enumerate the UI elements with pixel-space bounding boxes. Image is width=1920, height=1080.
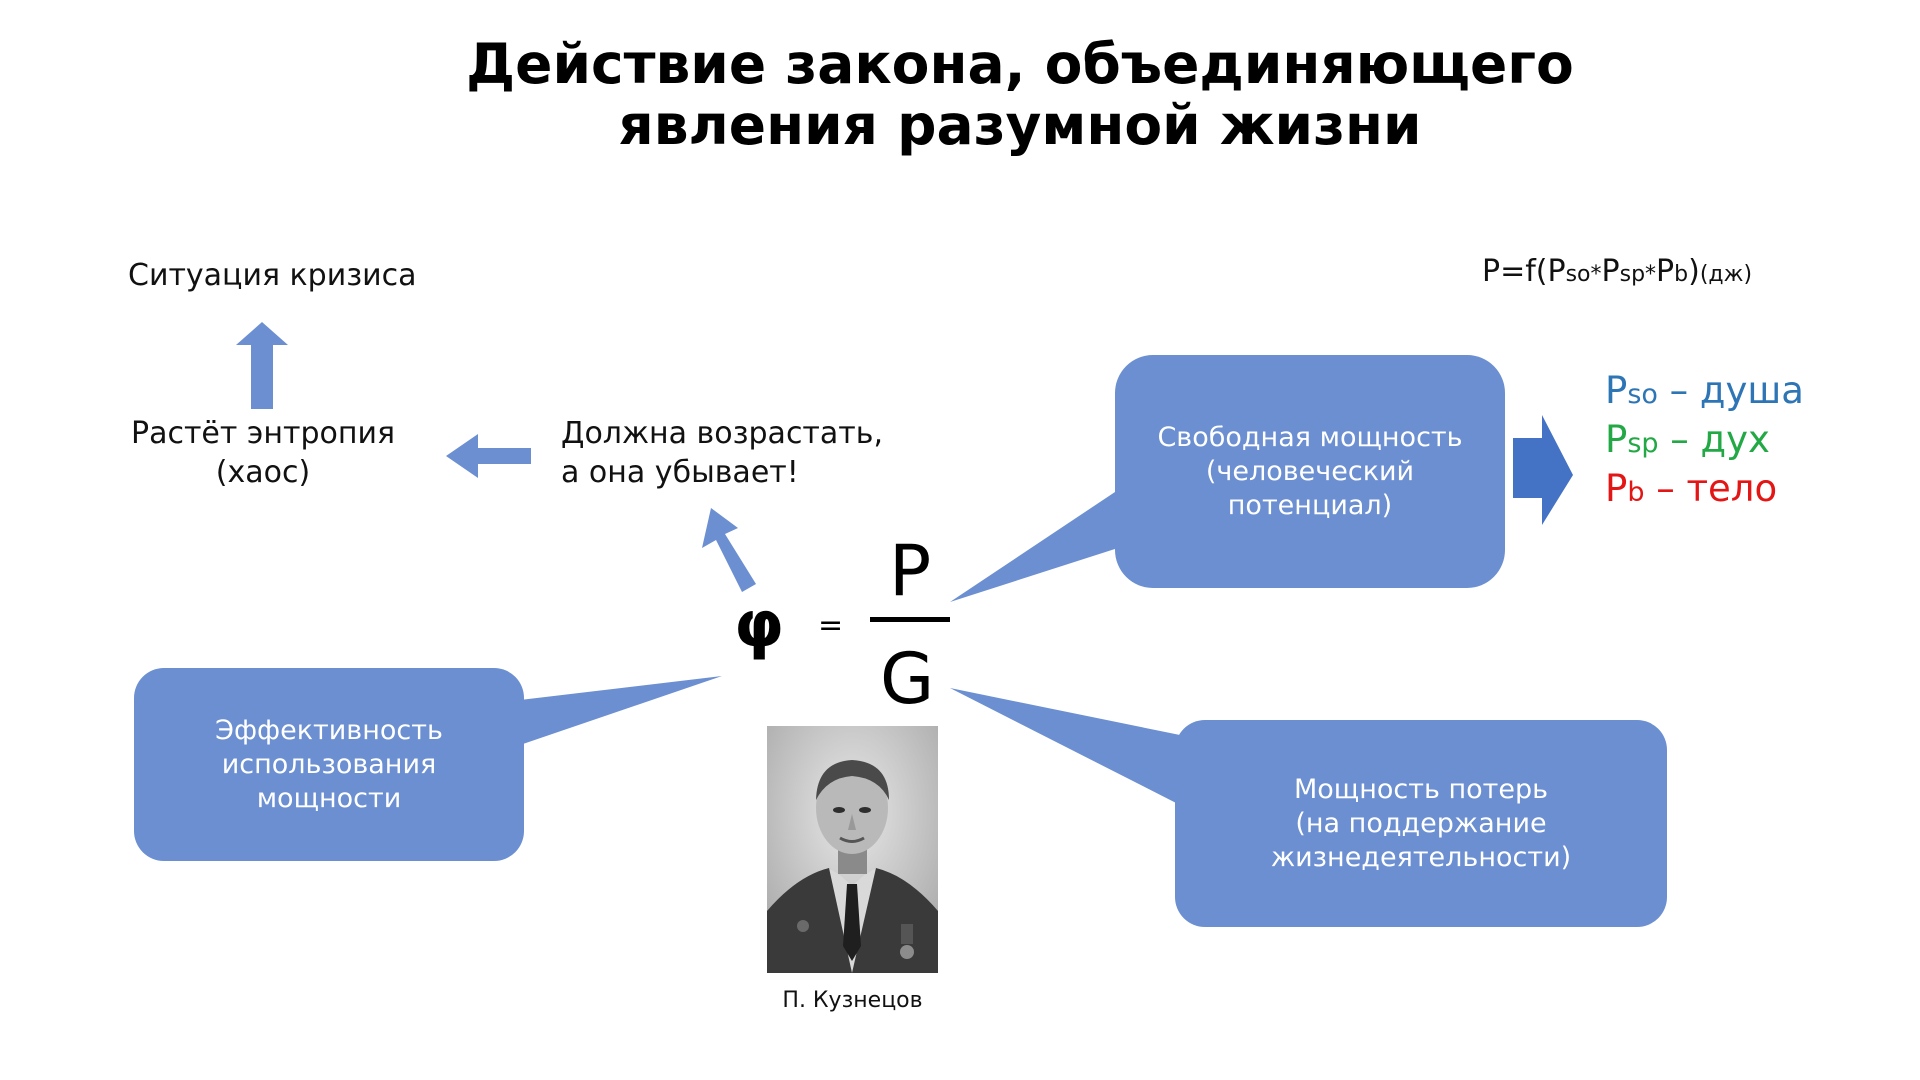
should-grow-label: Должна возрастать, а она убывает! (561, 414, 883, 492)
efficiency-pointer (520, 676, 722, 745)
formula-prefix: P=f(P (1482, 254, 1566, 289)
arrow-right-to-legend (1513, 415, 1573, 525)
legend-item-spirit: Psp – дух (1605, 417, 1804, 466)
free-power-line-2: (человеческий (1205, 455, 1415, 487)
legend-body-text: – тело (1644, 467, 1778, 510)
free-power-line-1: Свободная мощность (1157, 421, 1463, 453)
legend-soul-p: P (1605, 369, 1628, 412)
formula-p2: P (1601, 254, 1620, 289)
crisis-label: Ситуация кризиса (128, 256, 417, 295)
efficiency-bubble: Эффективность использования мощности (134, 668, 524, 861)
fraction-bar (870, 617, 950, 622)
formula-suffix: ) (1688, 254, 1700, 289)
numerator-p: P (889, 530, 932, 612)
portrait-caption: П. Кузнецов (782, 988, 923, 1013)
legend-item-soul: Pso – душа (1605, 368, 1804, 417)
phi-symbol: φ (734, 588, 785, 662)
arrow-diagonal-to-should-grow (702, 508, 756, 592)
denominator-g: G (880, 638, 935, 720)
formula-sub-sp: sp* (1619, 262, 1657, 287)
loss-power-line-1: Мощность потерь (1293, 773, 1549, 805)
should-grow-line-2: а она убывает! (561, 455, 799, 490)
efficiency-line-2: использования (221, 748, 437, 780)
efficiency-line-1: Эффективность (215, 714, 443, 746)
free-power-callout (950, 355, 1505, 602)
should-grow-line-1: Должна возрастать, (561, 416, 883, 451)
legend-item-body: Pb – тело (1605, 466, 1804, 515)
title-line-1: Действие закона, объединяющего (466, 32, 1574, 96)
title-line-2: явления разумной жизни (618, 93, 1422, 157)
entropy-line-2: (хаос) (215, 455, 311, 490)
loss-power-bubble-shape (1175, 720, 1667, 927)
loss-power-line-3: жизнедеятельности) (1270, 841, 1572, 873)
legend-soul-text: – душа (1657, 369, 1804, 412)
portrait-photo (767, 726, 938, 973)
efficiency-bubble-shape (134, 668, 524, 861)
loss-power-line-2: (на поддержание (1295, 807, 1547, 839)
efficiency-line-3: мощности (256, 782, 402, 814)
legend-spirit-text: – дух (1658, 418, 1770, 461)
free-power-line-3: потенциал) (1227, 489, 1393, 521)
formula-unit: (дж) (1699, 262, 1753, 287)
legend-spirit-p: P (1605, 418, 1628, 461)
formula-sub-so: so* (1565, 262, 1602, 287)
free-power-pointer (950, 490, 1118, 602)
formula-sub-b: b (1674, 262, 1689, 287)
power-formula: P=f(Pso*Psp*Pb)(дж) (1482, 254, 1752, 289)
loss-power-pointer (950, 688, 1180, 805)
loss-power-callout (950, 688, 1667, 927)
legend-body-p: P (1605, 467, 1628, 510)
arrow-left-to-entropy (446, 434, 531, 478)
legend-soul-sub: so (1627, 379, 1658, 410)
arrow-up-to-crisis (236, 322, 288, 409)
crisis-text: Ситуация кризиса (128, 258, 417, 293)
entropy-label: Растёт энтропия (хаос) (118, 414, 408, 492)
loss-power-bubble: Мощность потерь (на поддержание жизнедея… (1175, 720, 1667, 927)
free-power-bubble-shape (1115, 355, 1505, 588)
equals-sign: = (818, 608, 844, 643)
formula-p3: P (1656, 254, 1675, 289)
free-power-bubble: Свободная мощность (человеческий потенци… (1115, 355, 1505, 588)
legend-body-sub: b (1627, 477, 1645, 508)
legend-spirit-sub: sp (1627, 428, 1659, 459)
slide-title: Действие закона, объединяющего явления р… (360, 34, 1680, 156)
power-legend: Pso – душа Psp – дух Pb – тело (1605, 368, 1804, 515)
efficiency-callout (134, 668, 722, 861)
entropy-line-1: Растёт энтропия (130, 416, 396, 451)
